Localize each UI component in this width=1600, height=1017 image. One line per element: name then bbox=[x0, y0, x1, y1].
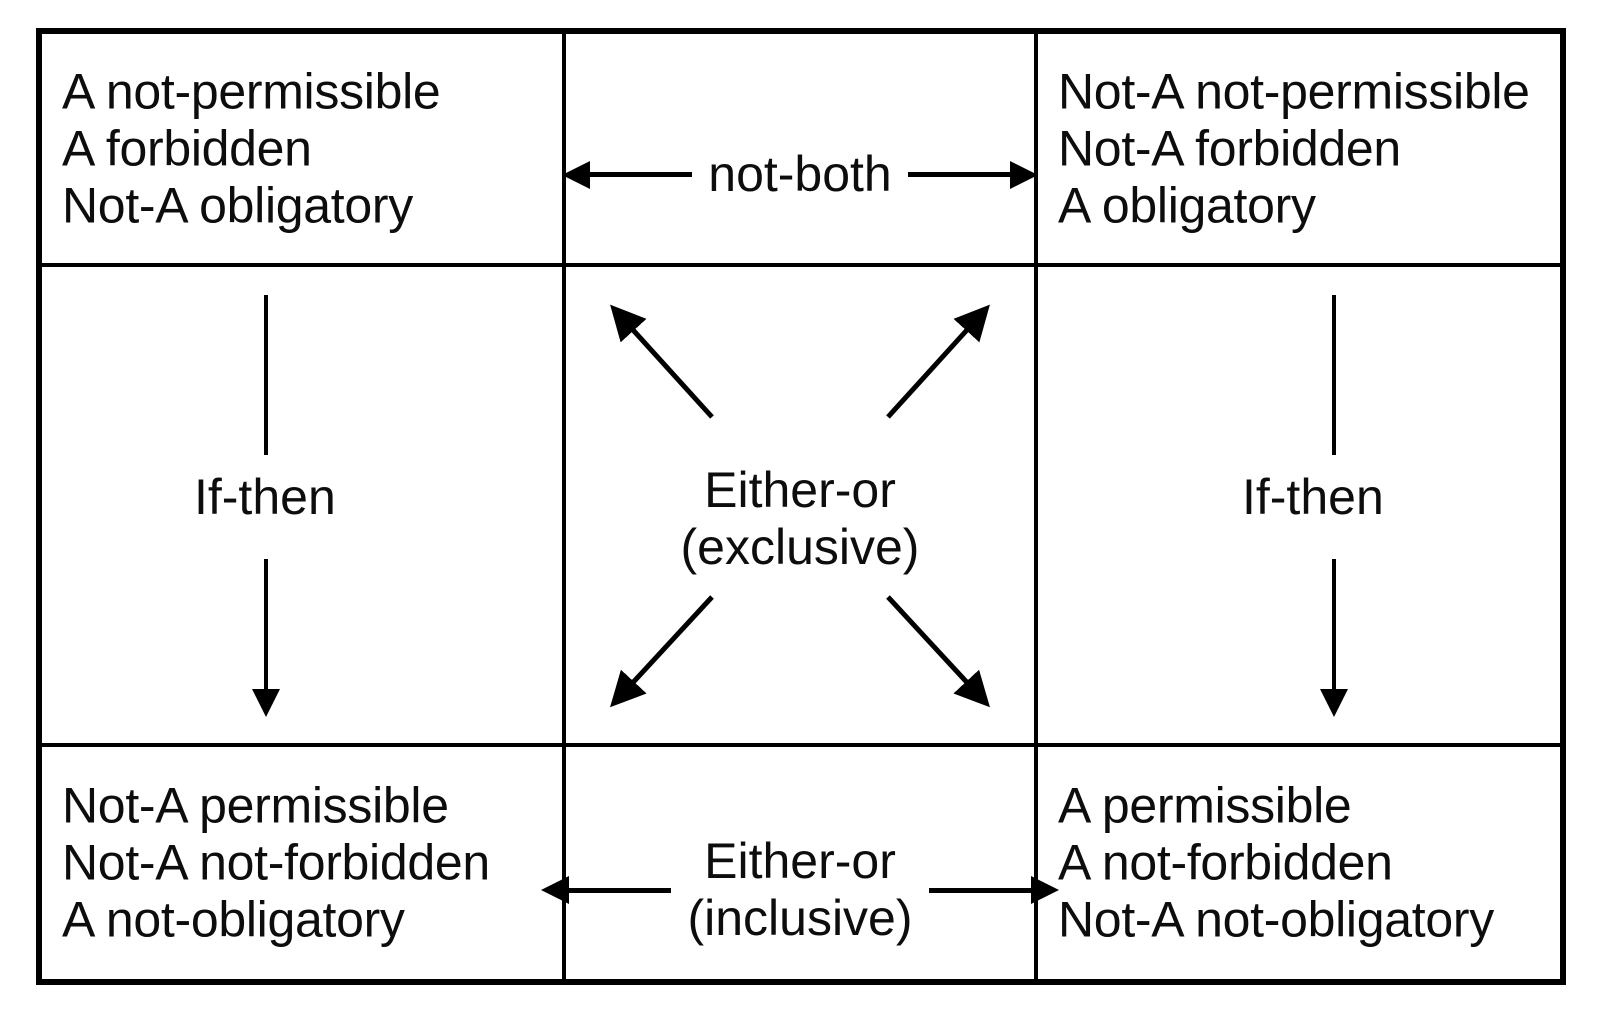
cell-bottom-middle: Either-or (inclusive) bbox=[541, 747, 1059, 979]
arrow-right-icon bbox=[907, 160, 1038, 189]
grid-divider-vertical-2 bbox=[1034, 34, 1038, 979]
relation-label-if-then-right: If-then bbox=[1242, 469, 1384, 525]
proposition-list-top-right: Not-A not-permissible Not-A forbidden A … bbox=[1058, 63, 1530, 234]
relation-label-either-or-inclusive: Either-or (inclusive) bbox=[671, 833, 928, 947]
proposition-line: A permissible bbox=[1058, 777, 1352, 834]
arrow-down-icon bbox=[1320, 559, 1348, 717]
cell-top-left: A not-permissible A forbidden Not-A obli… bbox=[42, 34, 562, 263]
proposition-line: A not-forbidden bbox=[1058, 834, 1393, 891]
proposition-line: Not-A not-permissible bbox=[1058, 63, 1530, 119]
cell-center: Either-or (exclusive) bbox=[566, 267, 1034, 743]
relation-label-either-or-exclusive: Either-or (exclusive) bbox=[566, 462, 1034, 576]
proposition-line: Not-A not-obligatory bbox=[1058, 891, 1494, 948]
grid-divider-horizontal-1 bbox=[42, 263, 1560, 267]
proposition-line: A not-obligatory bbox=[62, 891, 405, 948]
relation-not-both: not-both bbox=[562, 146, 1038, 203]
cell-middle-left: If-then bbox=[42, 267, 562, 743]
proposition-line: A not-permissible bbox=[62, 63, 441, 119]
relation-label-line-1: Either-or bbox=[704, 833, 896, 889]
arrow-left-icon bbox=[562, 160, 693, 189]
proposition-list-bottom-left: Not-A permissible Not-A not-forbidden A … bbox=[62, 778, 490, 949]
arrow-right-icon bbox=[928, 876, 1059, 904]
cell-top-middle: not-both bbox=[562, 34, 1038, 263]
arrow-left-icon bbox=[541, 876, 672, 904]
proposition-line: Not-A permissible bbox=[62, 777, 449, 834]
proposition-line: Not-A obligatory bbox=[62, 177, 413, 233]
relation-if-then-right: If-then bbox=[1038, 267, 1560, 743]
proposition-line: Not-A forbidden bbox=[1058, 120, 1401, 176]
arrow-shaft-upper-icon bbox=[264, 295, 268, 455]
relation-label-line-2: (exclusive) bbox=[680, 519, 920, 575]
cell-middle-right: If-then bbox=[1038, 267, 1560, 743]
grid-divider-horizontal-2 bbox=[42, 743, 1560, 747]
proposition-line: A obligatory bbox=[1058, 177, 1316, 233]
relation-label-line-2: (inclusive) bbox=[687, 890, 913, 946]
proposition-list-bottom-right: A permissible A not-forbidden Not-A not-… bbox=[1058, 778, 1494, 949]
relation-label-not-both: not-both bbox=[708, 146, 892, 202]
cell-bottom-right: A permissible A not-forbidden Not-A not-… bbox=[1038, 747, 1560, 979]
diagram-frame: A not-permissible A forbidden Not-A obli… bbox=[36, 28, 1566, 985]
cell-top-right: Not-A not-permissible Not-A forbidden A … bbox=[1038, 34, 1560, 263]
relation-if-then-left: If-then bbox=[42, 267, 562, 743]
arrow-shaft-upper-icon bbox=[1332, 295, 1336, 455]
relation-either-or-inclusive: Either-or (inclusive) bbox=[541, 833, 1059, 947]
proposition-list-top-left: A not-permissible A forbidden Not-A obli… bbox=[62, 63, 441, 234]
arrow-down-icon bbox=[252, 559, 280, 717]
relation-label-if-then-left: If-then bbox=[194, 469, 336, 525]
cell-bottom-left: Not-A permissible Not-A not-forbidden A … bbox=[42, 747, 562, 979]
proposition-line: Not-A not-forbidden bbox=[62, 834, 490, 891]
relation-label-line-1: Either-or bbox=[704, 462, 896, 518]
proposition-line: A forbidden bbox=[62, 120, 312, 176]
diagonal-arrows-icon bbox=[610, 304, 990, 708]
grid-divider-vertical-1 bbox=[562, 34, 566, 979]
